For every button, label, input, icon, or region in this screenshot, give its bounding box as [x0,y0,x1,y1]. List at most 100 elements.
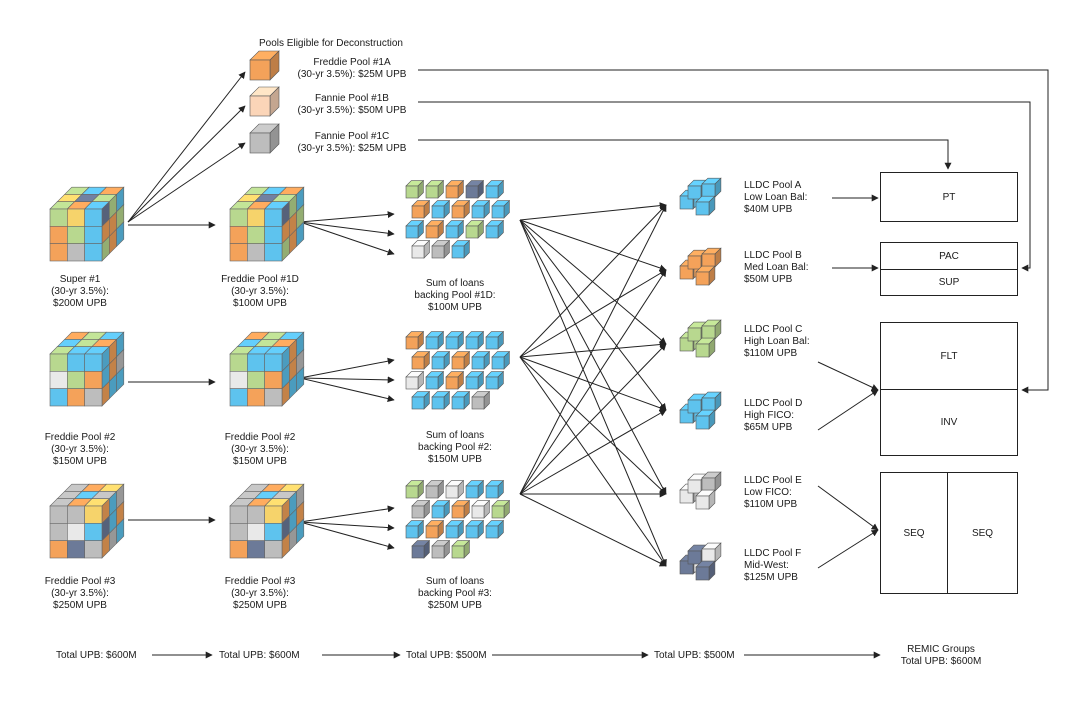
loans-1d-cluster-cube [445,179,465,199]
loans-2-cluster-cube [485,330,505,350]
lldc-pool-f-cluster-cube [701,542,722,563]
loans-3-cluster-cube [451,539,471,559]
loans-2-cluster-cube [425,330,445,350]
eligible-pool-1b-name: Fannie Pool #1B [315,93,389,104]
loans-2-cluster-cube [471,350,491,370]
loans-1d-cluster-cube [471,199,491,219]
tranche-seq-left: SEQ [903,527,925,539]
lldc-pool-d-cluster [679,391,722,430]
loans-2-cluster-cube [405,370,425,390]
super-1-label: Super #1(30-yr 3.5%):$200M UPB [51,274,109,309]
loans-3-cluster-cube [411,539,431,559]
lldc-pool-f-cluster [679,542,722,581]
loans-2-cluster-cube [411,390,431,410]
lldc-pool-a-cluster-cube [701,177,722,198]
lldc-pool-b-cluster-cube [695,265,716,286]
loans-3-cluster-cube [425,519,445,539]
loans-1d-cluster-cube [491,199,511,219]
loans-1d-cluster-cube [445,219,465,239]
loans-2-cluster-cube [445,370,465,390]
total-upb-1: Total UPB: $600M [56,650,137,661]
loans-2-cluster-cube [451,390,471,410]
remic-seq-box: SEQ SEQ [880,472,1018,594]
pool-3-cube [229,483,305,559]
loans-3-cluster-cube [445,519,465,539]
loans-2-cluster-cube [411,350,431,370]
loans-3-cluster-cube [471,499,491,519]
eligible-pool-cube-1 [249,86,280,117]
loans-2-cluster-cube [471,390,491,410]
loans-3-cluster-cube [465,519,485,539]
lldc-pool-d-cluster-cube [695,409,716,430]
loans-3-cluster [405,479,511,559]
total-upb-3: Total UPB: $500M [406,650,487,661]
tranche-seq-right: SEQ [971,527,994,539]
pac-sup-divider [881,269,1017,270]
eligible-pool-1a-detail: (30-yr 3.5%): $25M UPB [297,69,407,80]
loans-3-cluster-cube [485,519,505,539]
loans-1d-cluster-cube [465,179,485,199]
loans-1d-cluster-cube [405,179,425,199]
loans-1d-cluster-cube [485,219,505,239]
lldc-pool-e-cluster [679,471,722,510]
seq-divider [947,473,948,593]
eligible-pool-cube-0 [249,50,280,81]
tranche-flt: FLT [940,350,958,362]
super-2-cube [49,331,125,407]
loans-1d-cluster-cube [485,179,505,199]
lldc-pool-b-cluster [679,247,722,286]
eligible-pool-cube-2 [249,123,280,154]
loans-3-cluster-cube [431,539,451,559]
loans-1d-cluster-cube [431,239,451,259]
loans-1d-cluster-cube [451,199,471,219]
loans-1d-cluster-cube [451,239,471,259]
loans-3-cluster-cube [405,519,425,539]
pool-2-cube [229,331,305,407]
lldc-pool-b-cluster-cube [701,247,722,268]
pool-2-label: Freddie Pool #2(30-yr 3.5%):$150M UPB [224,432,296,467]
pool-3-label: Freddie Pool #3(30-yr 3.5%):$250M UPB [224,576,296,611]
lldc-pool-a-cluster-cube [695,195,716,216]
remic-flt-inv-box: FLT INV [880,322,1018,456]
eligible-title: Pools Eligible for Deconstruction [259,38,403,49]
lldc-pool-a-cluster [679,177,722,216]
tranche-inv: INV [940,417,958,428]
lldc-pool-e-cluster-cube [695,489,716,510]
loans-2-cluster-cube [485,370,505,390]
lldc-pool-d-cluster-cube [701,391,722,412]
loans-3-cluster-cube [485,479,505,499]
loans-3-cluster-cube [465,479,485,499]
loans-2-cluster-cube [425,370,445,390]
tranche-pac: PAC [939,250,959,262]
loans-3-cluster-cube [405,479,425,499]
flt-inv-divider [881,389,1017,390]
loans-2-cluster-cube [491,350,511,370]
remic-pt-box: PT [880,172,1018,222]
eligible-pool-1c-name: Fannie Pool #1C [314,131,390,142]
pool-1d-label: Freddie Pool #1D(30-yr 3.5%):$100M UPB [221,274,299,309]
loans-1d-cluster-cube [411,239,431,259]
remic-pac-sup-box: PAC SUP [880,242,1018,296]
lldc-pool-c-cluster [679,319,722,358]
pool-1d-cube [229,186,305,262]
loans-2-cluster-cube [405,330,425,350]
super-3-cube [49,483,125,559]
eligible-pool-1a-name: Freddie Pool #1A [313,57,391,68]
loans-2-cluster-cube [465,330,485,350]
lldc-pool-e-cluster-cube [701,471,722,492]
loans-3-cluster-cube [425,479,445,499]
loans-1d-cluster-cube [411,199,431,219]
loans-1d-cluster [405,179,511,259]
total-upb-4: Total UPB: $500M [654,650,735,661]
total-upb-2: Total UPB: $600M [219,650,300,661]
super-2-label: Freddie Pool #2(30-yr 3.5%):$150M UPB [44,432,116,467]
